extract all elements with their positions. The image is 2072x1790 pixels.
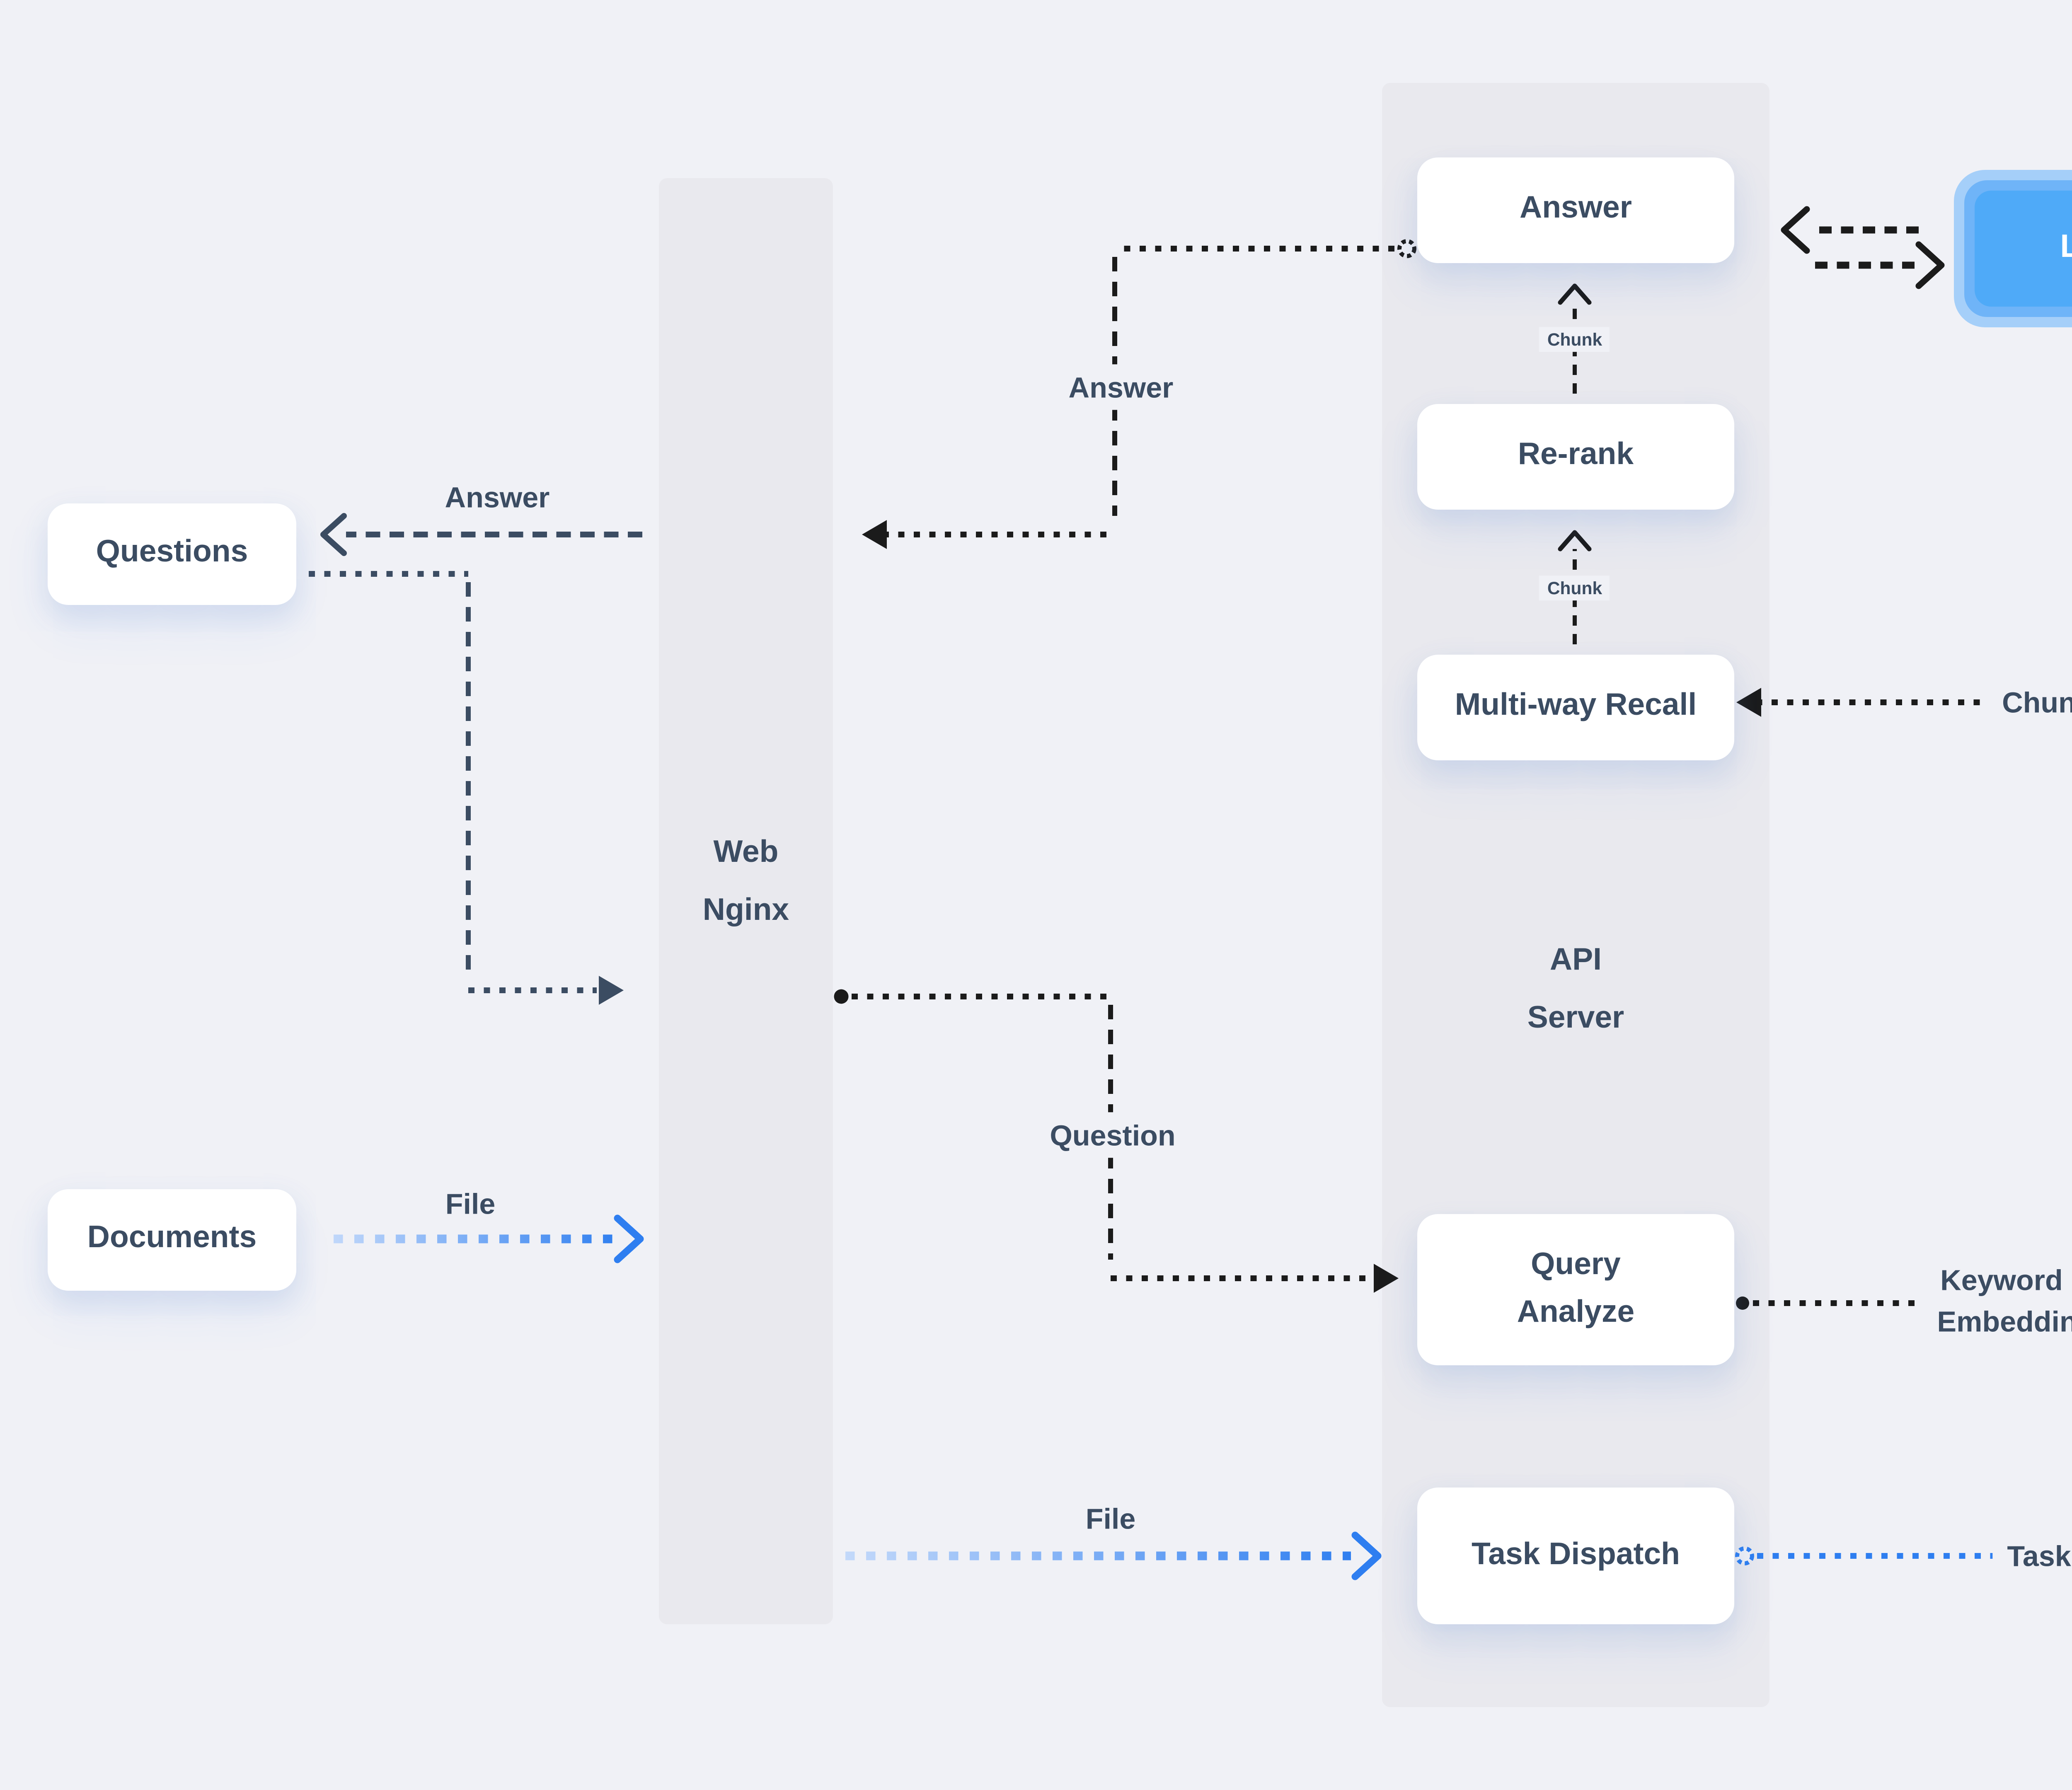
- label-tasks: Tasks: [1992, 1533, 2072, 1579]
- web-nginx-panel: [659, 178, 833, 1624]
- web-nginx-title: Web Nginx: [702, 835, 789, 928]
- node-questions-label: Questions: [96, 535, 248, 571]
- label-chunk-to-answer: Chunk: [1539, 327, 1611, 353]
- edge-answer-to-questions: [320, 513, 642, 556]
- node-answer-label: Answer: [1520, 191, 1632, 227]
- edge-file-upload: [334, 1214, 644, 1263]
- chevron-up-icon: [1558, 530, 1592, 552]
- start-circle-icon: [1735, 1546, 1755, 1566]
- label-answer-to-questions: Answer: [430, 474, 564, 520]
- node-query-analyze-label: Query Analyze: [1517, 1247, 1635, 1329]
- node-task-dispatch-label: Task Dispatch: [1472, 1536, 1680, 1572]
- edge-tasks: [1735, 1546, 2072, 1566]
- chevron-up-icon: [1558, 283, 1592, 305]
- llms-core: LLMs: [1975, 191, 2072, 307]
- label-file-upload: File: [431, 1180, 510, 1227]
- start-dot-icon: [834, 989, 849, 1004]
- node-rerank: Re-rank: [1417, 404, 1734, 510]
- arrowhead-right-icon: [1374, 1264, 1399, 1293]
- label-answer-from-api: Answer: [1054, 364, 1188, 411]
- arrowhead-left-icon: [862, 520, 887, 549]
- node-query-analyze: Query Analyze: [1417, 1214, 1734, 1365]
- node-questions: Questions: [48, 503, 296, 605]
- label-file-dispatch: File: [1071, 1495, 1150, 1542]
- start-circle-icon: [1397, 239, 1417, 259]
- label-chunk-to-rerank: Chunk: [1539, 576, 1611, 601]
- edge-chunk-recall: [1736, 688, 2072, 717]
- chevron-left-icon: [320, 513, 347, 556]
- node-rerank-label: Re-rank: [1518, 438, 1634, 473]
- label-question: Question: [1035, 1112, 1190, 1159]
- node-llms: LLMs: [1954, 170, 2072, 327]
- node-llms-label: LLMs: [2060, 230, 2072, 267]
- node-documents-label: Documents: [87, 1221, 257, 1256]
- arrowhead-right-icon: [599, 976, 624, 1005]
- node-answer: Answer: [1417, 157, 1734, 263]
- api-server-title: API Server: [1527, 943, 1624, 1035]
- arrowhead-left-icon: [1736, 688, 1761, 717]
- chevron-right-icon: [1351, 1531, 1382, 1580]
- node-task-dispatch: Task Dispatch: [1417, 1488, 1734, 1624]
- chevron-right-icon: [1915, 241, 1945, 289]
- label-chunk-recall: Chunk: [1987, 679, 2072, 726]
- edge-llms-to-answer: [1781, 206, 1945, 289]
- node-documents: Documents: [48, 1189, 296, 1291]
- llms-mid-ring: LLMs: [1964, 180, 2072, 317]
- edge-file-dispatch: [845, 1531, 1382, 1580]
- start-dot-icon: [1736, 1297, 1749, 1310]
- label-keyword-embedding: Keyword & Embedding: [1922, 1257, 2072, 1345]
- edge-questions-to-webnginx: [309, 571, 624, 1005]
- chevron-right-icon: [614, 1214, 644, 1263]
- chevron-left-icon: [1781, 206, 1810, 254]
- node-multiway-recall: Multi-way Recall: [1417, 655, 1734, 760]
- node-multiway-recall-label: Multi-way Recall: [1455, 688, 1697, 724]
